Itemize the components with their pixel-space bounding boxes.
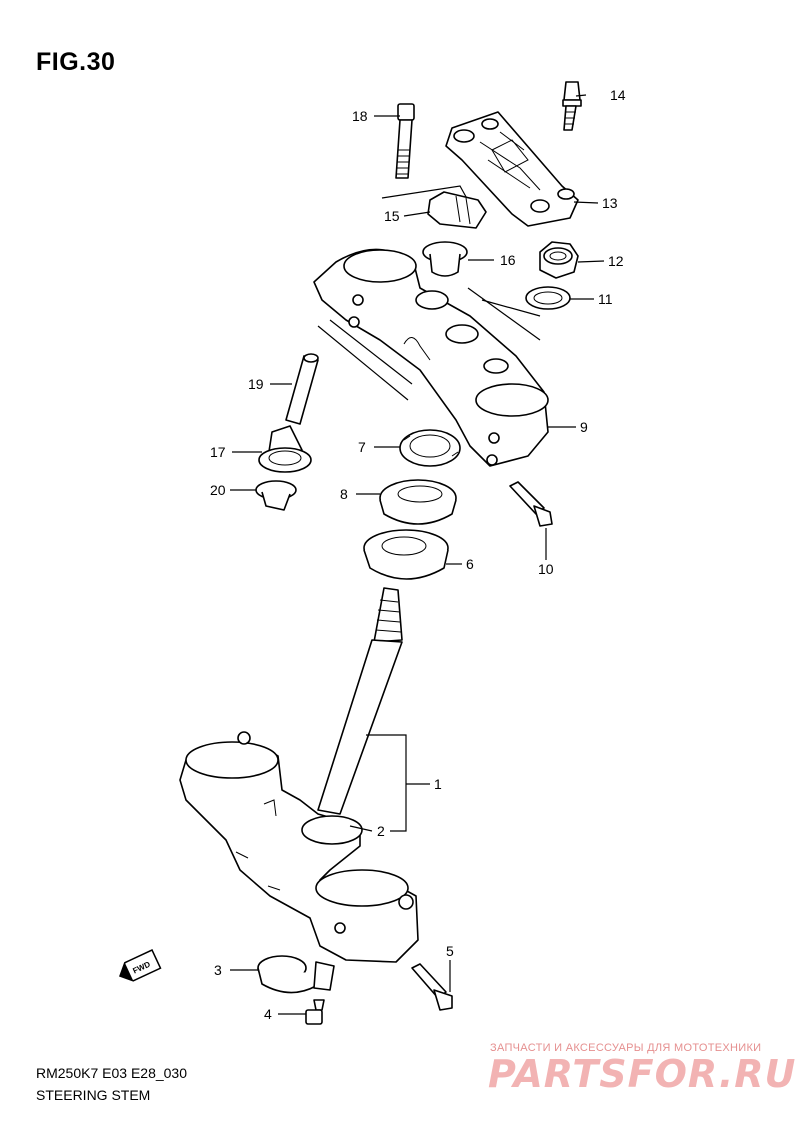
callout-16: 16 <box>500 252 516 268</box>
callout-15: 15 <box>384 208 400 224</box>
leader-line <box>577 260 605 263</box>
bolt-4-part <box>305 999 325 1025</box>
callout-13: 13 <box>602 195 618 211</box>
lock-nut-7-part <box>399 429 461 467</box>
callout-18: 18 <box>352 108 368 124</box>
callout-9: 9 <box>580 419 588 435</box>
rod-19-part <box>285 353 319 425</box>
callout-11: 11 <box>598 291 613 307</box>
callout-7: 7 <box>358 439 366 455</box>
steering-stem-1-part <box>317 587 403 815</box>
upper-bracket-9-part <box>313 248 549 467</box>
watermark-subtitle: ЗАПЧАСТИ И АКСЕССУАРЫ ДЛЯ МОТОТЕХНИКИ <box>490 1042 762 1054</box>
callout-1: 1 <box>434 776 442 792</box>
figure-caption: STEERING STEM <box>36 1087 151 1103</box>
figure-title: FIG.30 <box>36 48 116 76</box>
reference-line <box>481 299 541 317</box>
damper-16-part <box>422 241 468 277</box>
lower-bracket-part <box>179 731 419 963</box>
forward-arrow-icon: FWD <box>119 949 162 982</box>
callout-2: 2 <box>377 823 385 839</box>
cushion-15-part <box>427 191 487 229</box>
callout-12: 12 <box>608 253 624 269</box>
bolt-18-part <box>395 103 415 179</box>
bolt-10-part <box>509 481 553 527</box>
leader-line <box>349 734 430 832</box>
callout-4: 4 <box>264 1006 272 1022</box>
watermark-logo: PARTSFOR.RU <box>488 1052 797 1096</box>
collar-20-part <box>255 480 297 511</box>
handlebar-holder-part <box>445 111 579 227</box>
dust-seal-8-part <box>379 479 457 525</box>
clamp-3-part <box>257 955 335 994</box>
callout-3: 3 <box>214 962 222 978</box>
bolt-5-part <box>411 963 453 1011</box>
leader-line <box>575 94 587 97</box>
grommet-17-part <box>258 425 312 473</box>
washer-11-part <box>525 286 571 310</box>
leader-line <box>573 201 599 204</box>
callout-20: 20 <box>210 482 226 498</box>
callout-19: 19 <box>248 376 264 392</box>
model-code: RM250K7 E03 E28_030 <box>36 1065 187 1081</box>
bolt-14-part <box>562 81 582 131</box>
reference-line <box>467 287 541 341</box>
callout-8: 8 <box>340 486 348 502</box>
reference-line <box>317 319 413 401</box>
leader-line <box>403 211 431 217</box>
callout-17: 17 <box>210 444 226 460</box>
nut-12-part <box>539 241 579 279</box>
callout-6: 6 <box>466 556 474 572</box>
callout-14: 14 <box>610 87 626 103</box>
callout-5: 5 <box>446 943 454 959</box>
bearing-6-part <box>363 529 449 580</box>
callout-10: 10 <box>538 561 554 577</box>
